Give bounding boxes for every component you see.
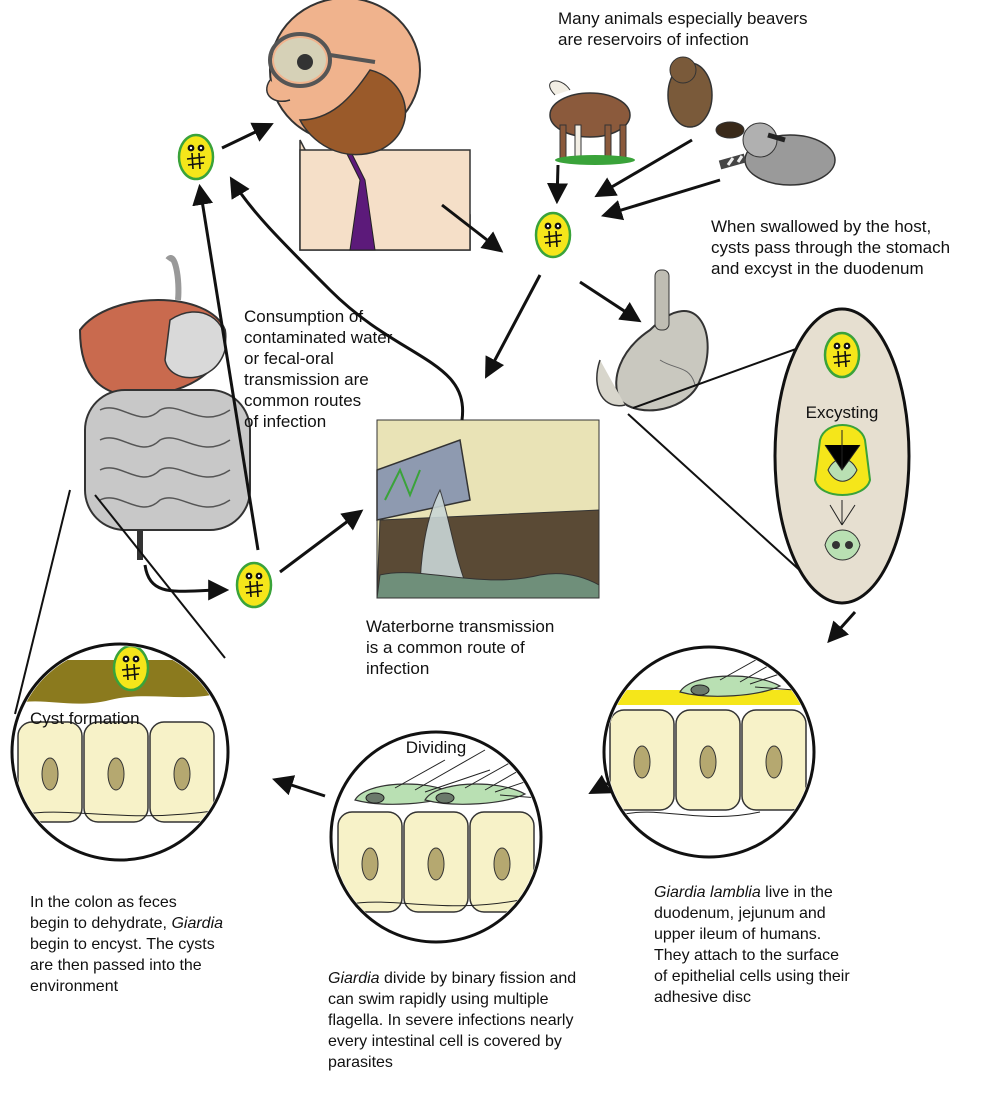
- digestive-system-illustration: [80, 258, 250, 560]
- swallowed-caption: When swallowed by the host, cysts pass t…: [711, 216, 950, 279]
- cyst-center: [536, 213, 570, 257]
- lamblia-caption: Giardia lamblia live in the duodenum, je…: [654, 882, 850, 1008]
- binary-fission-caption: Giardia divide by binary fission and can…: [328, 968, 576, 1073]
- excysting-cyst: [815, 425, 870, 495]
- cyst-feces: [237, 563, 271, 607]
- dividing-label: Dividing: [406, 738, 466, 757]
- cyst-top-left: [179, 135, 213, 179]
- consumption-caption: Consumption of contaminated water or fec…: [244, 306, 392, 432]
- cyst-formation-circle: Cyst formation: [10, 490, 230, 860]
- cyst-formation-label: Cyst formation: [30, 709, 140, 728]
- dividing-circle: Dividing: [331, 732, 565, 942]
- beaver-illustration: [668, 57, 744, 138]
- excysting-label: Excysting: [806, 403, 879, 422]
- waterborne-sewer-illustration: [377, 420, 599, 598]
- stomach-illustration: [597, 270, 708, 410]
- attachment-circle: [600, 642, 820, 857]
- human-host-illustration: [267, 0, 470, 250]
- colon-encyst-caption: In the colon as feces begin to dehydrate…: [30, 892, 223, 997]
- calf-illustration: [550, 81, 635, 165]
- reservoirs-caption: Many animals especially beavers are rese…: [558, 8, 807, 50]
- waterborne-caption: Waterborne transmission is a common rout…: [366, 616, 554, 679]
